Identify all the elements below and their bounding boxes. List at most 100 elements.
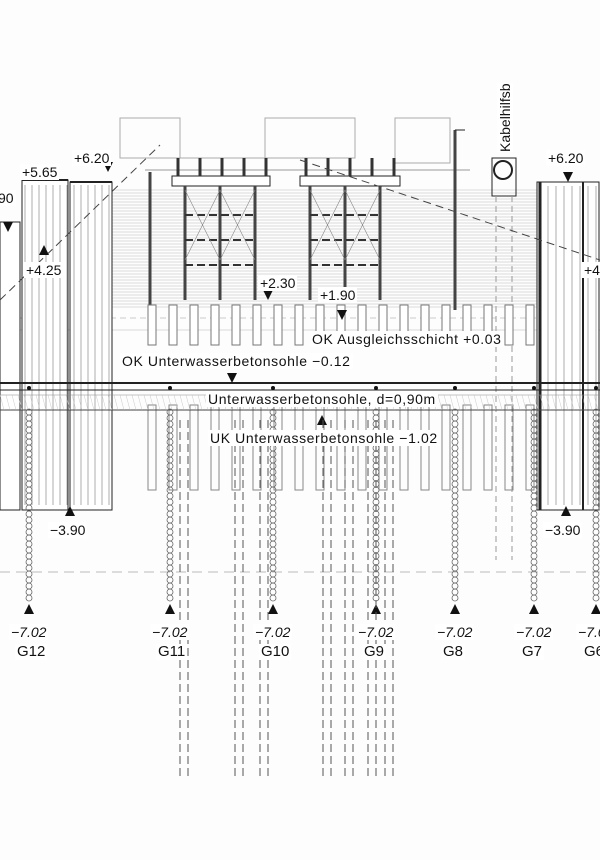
pile-shaft [451, 546, 459, 554]
pile-name-label: G11 [156, 643, 188, 660]
pile-shaft [269, 582, 277, 590]
drawing-line [5, 394, 11, 411]
drawing-line [113, 394, 119, 411]
drawing-line [179, 394, 185, 411]
pile-shaft [166, 474, 174, 482]
pile-name-label: G9 [362, 643, 387, 660]
uk-unterwasserbetonsohle-label: UK Unterwasserbetonsohle −1.02 [208, 430, 440, 446]
pile-name-label: G8 [441, 643, 466, 660]
drawing-line [191, 394, 197, 411]
pile-shaft [25, 558, 33, 566]
pile-stub [504, 304, 514, 346]
pile-shaft [269, 528, 277, 536]
pile-shaft [269, 480, 277, 488]
pile-shaft [269, 540, 277, 548]
cable-bridge [491, 157, 517, 197]
pile-shaft [451, 540, 459, 548]
pile-stub [210, 404, 220, 491]
pile-toe-marker-icon [165, 604, 175, 614]
drawing-line [125, 394, 131, 411]
pile-stub [231, 404, 241, 491]
pile-name-label: G12 [15, 643, 48, 660]
pile-name-label: G7 [520, 643, 545, 660]
pile-shaft [451, 492, 459, 500]
pile-shaft [166, 468, 174, 476]
pile-stub [336, 404, 346, 491]
drawing-line [47, 394, 53, 411]
pile-shaft [451, 498, 459, 506]
drawing-line [107, 394, 113, 411]
drawing-line [0, 144, 161, 301]
drawing-line [509, 394, 515, 411]
pile-shaft [166, 552, 174, 560]
pile-stub [189, 304, 199, 346]
drawing-line [479, 394, 485, 411]
drawing-line [11, 394, 17, 411]
drawing-line [184, 189, 221, 261]
drawing-line [527, 394, 533, 411]
pile-shaft [451, 444, 459, 452]
drawing-line [41, 394, 47, 411]
pile-shaft [166, 444, 174, 452]
pile-stub [273, 404, 283, 491]
pile-shaft [451, 552, 459, 560]
drawing-line [59, 394, 65, 411]
pile-stub [210, 304, 220, 346]
level-marker-icon [317, 415, 327, 425]
pile-stub [231, 304, 241, 346]
pile-head [594, 386, 598, 390]
pile-stub [273, 304, 283, 346]
pile-shaft [269, 474, 277, 482]
pile-shaft [269, 456, 277, 464]
pile-shaft [269, 504, 277, 512]
pile-shaft [530, 516, 538, 524]
beam [171, 175, 271, 187]
drawing-line [131, 394, 137, 411]
pile-shaft [451, 450, 459, 458]
drawing-line [167, 394, 173, 411]
pile-shaft [269, 462, 277, 470]
pile-name-label: G10 [259, 643, 292, 660]
level-marker-icon [227, 373, 237, 383]
pile-shaft [530, 510, 538, 518]
pile-stub [147, 304, 157, 346]
elevation-label: +5.65 [20, 164, 60, 180]
elevation-label: +6.20 [546, 150, 586, 166]
pile-stub [525, 404, 535, 491]
pile-shaft [25, 516, 33, 524]
pile-shaft [166, 420, 174, 428]
drawing-line [149, 394, 155, 411]
drawing-line [485, 394, 491, 411]
pile-shaft [530, 552, 538, 560]
pile-shaft [166, 462, 174, 470]
drawing-line [443, 394, 449, 411]
pile-shaft [269, 498, 277, 506]
pile-shaft [25, 540, 33, 548]
pile-shaft [451, 522, 459, 530]
drawing-line [83, 394, 89, 411]
pile-shaft [451, 456, 459, 464]
pile-shaft [451, 468, 459, 476]
drawing-line [587, 394, 593, 411]
level-marker-icon [263, 290, 273, 300]
drawing-line [437, 394, 443, 411]
drawing-line [17, 394, 23, 411]
pile-shaft [166, 546, 174, 554]
level-marker-icon [65, 506, 75, 516]
pile-name-label: G6 [582, 644, 600, 660]
drawing-line [563, 394, 569, 411]
pile-shaft [530, 492, 538, 500]
pile-head [532, 386, 536, 390]
pile-shaft [166, 492, 174, 500]
pile-head [27, 386, 31, 390]
pile-shaft [269, 450, 277, 458]
pile-shaft [166, 480, 174, 488]
pile-shaft [451, 582, 459, 590]
pile-shaft [530, 576, 538, 584]
pile-shaft [269, 492, 277, 500]
pile-shaft [451, 564, 459, 572]
pile-toe-marker-icon [591, 604, 600, 614]
pile-stub [294, 404, 304, 491]
pile-shaft [166, 534, 174, 542]
pile-shaft [592, 522, 600, 530]
